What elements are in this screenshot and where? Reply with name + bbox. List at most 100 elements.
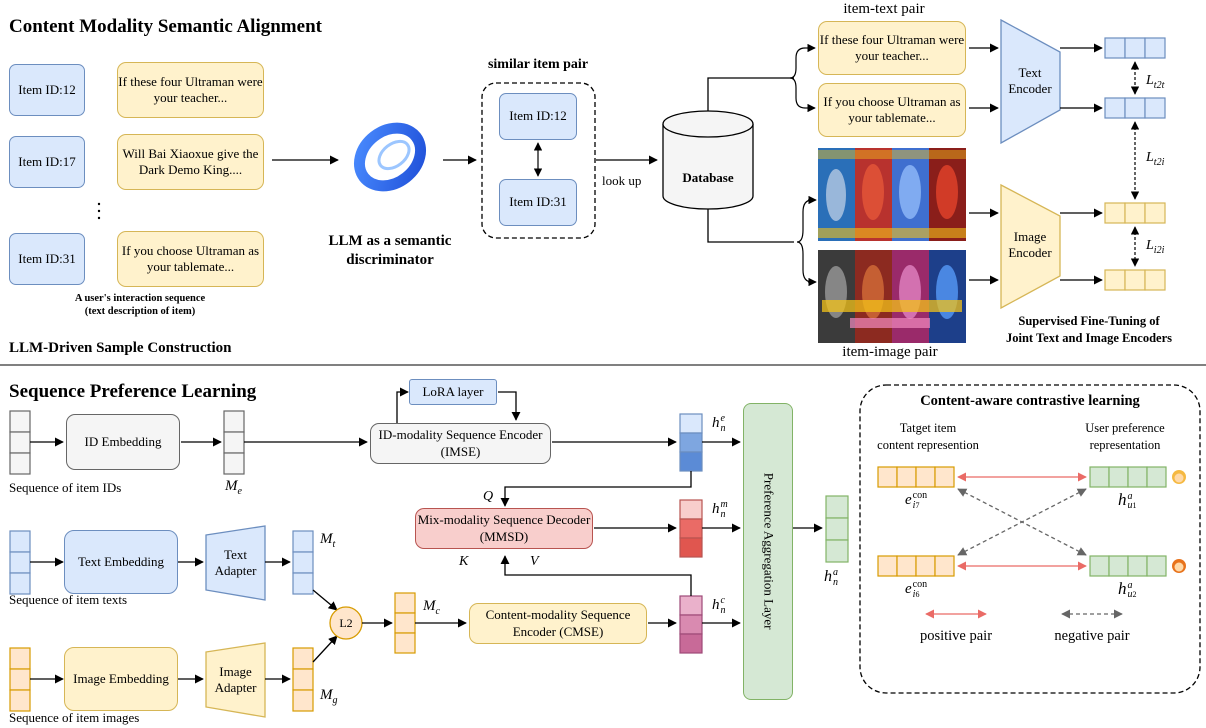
- negative-arrow-2: [957, 488, 1087, 556]
- item-image-pair-label: item-image pair: [842, 344, 938, 360]
- pair-text-1: If these four Ultraman were your teacher…: [818, 21, 966, 75]
- negative-pair-label: negative pair: [1054, 628, 1130, 644]
- sft-label-line2: Joint Text and Image Encoders: [1006, 331, 1172, 345]
- e-i6-vector: [877, 555, 955, 577]
- m-e-vector: [223, 410, 245, 475]
- text-encoder-shape: [1000, 18, 1061, 145]
- seq-item-text-3: If you choose Ultraman as your tablemate…: [117, 231, 264, 287]
- seq-item-id-1: Item ID:12: [9, 64, 85, 116]
- h-m-vector: [679, 499, 703, 558]
- image-adapter-label: Image Adapter: [214, 663, 257, 695]
- seq-item-id-3: Item ID:31: [9, 233, 85, 285]
- m-g-label: Mg: [320, 687, 338, 706]
- contrastive-panel: [859, 384, 1201, 694]
- similar-pair-title: similar item pair: [487, 57, 589, 72]
- loss-t2t-label: Lt2t: [1146, 73, 1165, 91]
- m-t-vector: [292, 530, 314, 595]
- similar-item-b: Item ID:31: [499, 179, 577, 226]
- loss-t2i-label: Lt2i: [1146, 150, 1165, 168]
- item-image-1: [818, 148, 966, 241]
- imse-box: ID-modality Sequence Encoder (IMSE): [370, 423, 551, 464]
- id-sequence-vector: [9, 410, 31, 475]
- user-1-avatar-icon: [1172, 470, 1186, 484]
- seq-caption-line1: A user's interaction sequence: [74, 293, 206, 304]
- top-section-subtitle: LLM-Driven Sample Construction: [9, 340, 232, 356]
- user-2-avatar-icon: [1172, 559, 1186, 573]
- seq-item-id-2: Item ID:17: [9, 136, 85, 188]
- db-to-text-pairs: [707, 77, 794, 111]
- h-c-vector: [679, 595, 703, 654]
- image-encoder-shape: [1000, 183, 1061, 310]
- similar-item-a: Item ID:12: [499, 93, 577, 140]
- m-g-vector: [292, 647, 314, 712]
- database-label: Database: [682, 170, 734, 185]
- text-sequence-vector: [9, 530, 31, 595]
- h-u1-vector: [1089, 466, 1167, 488]
- m-e-label: Me: [225, 478, 242, 497]
- seq-item-text-1: If these four Ultraman were your teacher…: [117, 62, 264, 118]
- text-adapter-label: Text Adapter: [214, 546, 257, 578]
- look-up-label: look up: [602, 173, 642, 188]
- llm-label-line2: discriminator: [346, 252, 434, 268]
- sft-label-line1: Supervised Fine-Tuning of: [1018, 314, 1160, 328]
- llm-label-line1: LLM as a semantic: [328, 233, 452, 249]
- target-label-line2: content represention: [877, 438, 979, 452]
- database-cylinder: [662, 110, 754, 210]
- seq-texts-caption: Sequence of item texts: [9, 592, 128, 607]
- cmse-box: Content-modality Sequence Encoder (CMSE): [469, 603, 647, 644]
- pair-text-2: If you choose Ultraman as your tablemate…: [818, 83, 966, 137]
- image-sequence-vector: [9, 647, 31, 712]
- m-t-label: Mt: [320, 531, 336, 550]
- target-label-line1: Tatget item: [899, 421, 957, 435]
- user-label-line1: User preference: [1085, 421, 1165, 435]
- l2-label: L2: [339, 615, 353, 630]
- aggregation-label: Preference Aggregation Layer: [761, 473, 777, 630]
- top-section-title: Content Modality Semantic Alignment: [9, 16, 322, 37]
- item-text-pair-label: item-text pair: [843, 1, 925, 17]
- contrastive-title: Content-aware contrastive learning: [920, 393, 1140, 409]
- h-u2-vector: [1089, 555, 1167, 577]
- positive-pair-label: positive pair: [919, 628, 993, 644]
- h-e-vector: [679, 413, 703, 472]
- text-embedding-vector-1: [1104, 37, 1166, 59]
- db-to-image-pairs: [707, 209, 794, 243]
- v-label: V: [530, 554, 539, 569]
- q-label: Q: [483, 489, 494, 504]
- image-encoder-label: Image Encoder: [1008, 228, 1052, 260]
- user-label-line2: representation: [1089, 438, 1161, 452]
- text-encoder-label: Text Encoder: [1008, 64, 1052, 96]
- text-adapter-shape: [205, 525, 266, 601]
- text-pair-brace: [789, 47, 806, 109]
- m-c-vector: [394, 592, 416, 654]
- image-embedding-box: Image Embedding: [64, 647, 178, 711]
- bottom-section-title: Sequence Preference Learning: [9, 381, 257, 402]
- k-label: K: [459, 554, 469, 569]
- seq-images-caption: Sequence of item images: [9, 710, 140, 725]
- image-embedding-vector-1: [1104, 202, 1166, 224]
- lora-layer-box: LoRA layer: [409, 379, 497, 405]
- sequence-ellipsis: [97, 202, 101, 220]
- h-a-vector: [825, 495, 849, 563]
- preference-aggregation-layer: Preference Aggregation Layer: [743, 403, 793, 700]
- llm-logo-icon: [353, 122, 427, 192]
- image-adapter-shape: [205, 642, 266, 718]
- image-pair-brace: [796, 199, 813, 283]
- image-embedding-vector-2: [1104, 269, 1166, 291]
- seq-ids-caption: Sequence of item IDs: [9, 480, 122, 495]
- text-embedding-vector-2: [1104, 97, 1166, 119]
- loss-i2i-label: Li2i: [1146, 238, 1165, 256]
- mmsd-box: Mix-modality Sequence Decoder (MMSD): [415, 508, 593, 549]
- seq-item-text-2: Will Bai Xiaoxue give the Dark Demo King…: [117, 134, 264, 190]
- e-i7-vector: [877, 466, 955, 488]
- id-embedding-box: ID Embedding: [66, 414, 180, 470]
- m-c-label: Mc: [423, 598, 440, 617]
